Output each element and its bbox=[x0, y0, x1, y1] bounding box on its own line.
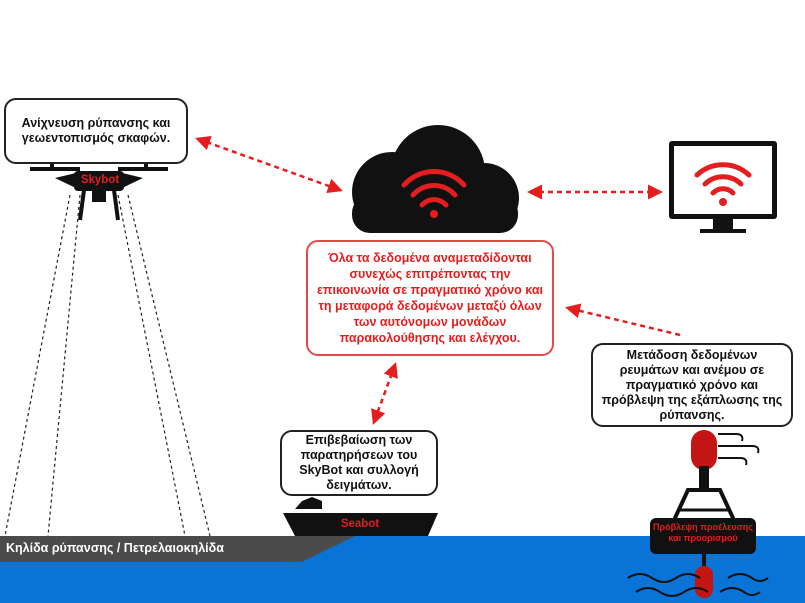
buoy-icon bbox=[650, 430, 760, 598]
boat-icon bbox=[283, 497, 438, 536]
cloud-wifi-icon bbox=[401, 169, 467, 208]
monitor-icon bbox=[669, 141, 777, 233]
drone-scan-lines bbox=[4, 194, 211, 537]
drone-description-box: Ανίχνευση ρύπανσης και γεωεντοπισμός σκα… bbox=[4, 98, 188, 164]
oil-slick-shore bbox=[0, 536, 355, 562]
drone-icon bbox=[30, 163, 168, 221]
boat-label: Seabot bbox=[340, 518, 380, 530]
arrow-buoy-center bbox=[565, 303, 681, 337]
monitor-wifi-dot bbox=[719, 198, 727, 206]
arrow-center-boat bbox=[371, 362, 398, 425]
buoy-label: Πρόβλεψη προέλευσης και προορισμού bbox=[653, 522, 753, 543]
current-wave-lines bbox=[627, 573, 769, 597]
monitor-wifi-icon bbox=[694, 162, 752, 196]
boat-description-box: Επιβεβαίωση των παρατηρήσεων του SkyBot … bbox=[280, 430, 438, 496]
buoy-description-box: Μετάδοση δεδομένων ρευμάτων και ανέμου σ… bbox=[591, 343, 793, 427]
oil-slick-label: Κηλίδα ρύπανσης / Πετρελαιοκηλίδα bbox=[6, 541, 224, 555]
drone-label: Skybot bbox=[80, 174, 120, 186]
central-hub-box: Όλα τα δεδομένα αναμεταδίδονται συνεχώς … bbox=[306, 240, 554, 356]
arrow-drone-cloud bbox=[195, 135, 343, 194]
cloud-wifi-dot bbox=[430, 210, 438, 218]
